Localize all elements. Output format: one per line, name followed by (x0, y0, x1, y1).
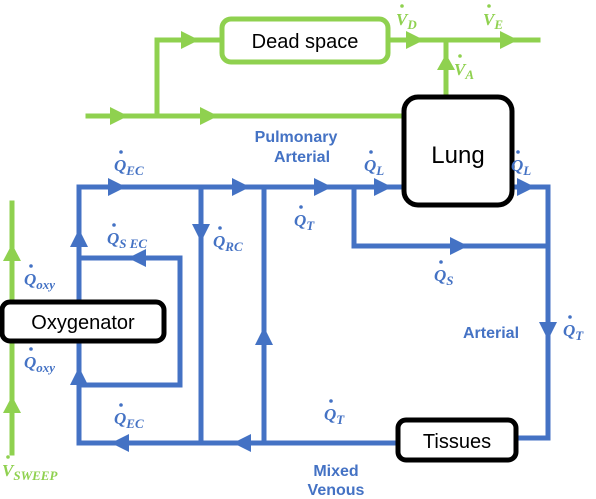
svg-text:VA: VA (454, 60, 474, 82)
gas-deadspace-branch (154, 37, 225, 119)
arrow-q-l-in (374, 178, 392, 196)
flow-q-t-right: QT (563, 315, 584, 343)
arrow-top-2 (232, 178, 250, 196)
svg-text:VD: VD (396, 10, 417, 32)
svg-text:QS: QS (434, 266, 454, 288)
main-left-line (76, 184, 408, 446)
lung-box: Lung (401, 94, 515, 208)
arrow-venous-up (255, 327, 273, 345)
flow-q-ec-top: QEC (114, 150, 144, 178)
svg-text:QT: QT (294, 211, 315, 233)
svg-text:QEC: QEC (114, 409, 144, 431)
arrow-q-rc-down (192, 224, 210, 242)
tissues-label: Tissues (423, 431, 491, 453)
gas-arrow-5 (500, 31, 518, 49)
flow-v-a: VA (454, 54, 474, 82)
arrow-oxy-up-top (70, 229, 88, 247)
arrow-q-s (450, 237, 468, 255)
flow-q-oxy-bottom: Qoxy (24, 347, 55, 375)
oxygenator-box: Oxygenator (0, 299, 167, 344)
svg-text:VE: VE (483, 10, 503, 32)
flow-v-e: VE (483, 4, 503, 32)
gas-arrow-up-va (437, 54, 455, 70)
flow-v-sweep: VSWEEP (2, 455, 58, 483)
flow-q-l-out: QL (511, 150, 531, 178)
svg-text:VSWEEP: VSWEEP (2, 461, 58, 483)
mixed-label-line2: Venous (308, 482, 365, 499)
gas-arrow-1 (110, 107, 128, 125)
arrow-q-s-ec-left (128, 249, 146, 267)
svg-text:QL: QL (364, 156, 384, 178)
flow-q-rc: QRC (213, 226, 243, 254)
gas-arrow-up-sweep-1 (3, 244, 21, 261)
arrow-oxy-up-bottom (70, 367, 88, 385)
flow-q-s: QS (434, 260, 454, 288)
arrow-bottom-2 (233, 434, 251, 452)
mixed-label-line1: Mixed (313, 463, 358, 480)
arterial-label: Arterial (463, 325, 519, 342)
arterial-line (513, 184, 551, 441)
tissues-box: Tissues (395, 417, 519, 463)
gas-arrow-4 (406, 31, 424, 49)
flow-q-t-bottom: QT (324, 399, 345, 427)
svg-text:Qoxy: Qoxy (24, 270, 55, 292)
svg-text:Qoxy: Qoxy (24, 353, 55, 375)
svg-text:QT: QT (324, 405, 345, 427)
flow-q-l-in: QL (364, 150, 384, 178)
dead-space-label: Dead space (252, 31, 359, 53)
gas-arrow-2 (200, 107, 218, 125)
gas-arrow-up-sweep-2 (3, 396, 21, 413)
flow-q-oxy-top: Qoxy (24, 264, 55, 292)
dead-space-box: Dead space (219, 16, 391, 65)
flow-q-t-top: QT (294, 205, 315, 233)
lung-label: Lung (431, 142, 484, 169)
flow-q-s-ec: QS EC (107, 223, 147, 251)
gas-arrows (3, 31, 518, 413)
flow-v-d: VD (396, 4, 417, 32)
arrow-q-t-down (539, 322, 557, 340)
arrow-q-ec-top (108, 178, 126, 196)
oxygenator-label: Oxygenator (31, 312, 135, 334)
svg-text:QT: QT (563, 321, 584, 343)
svg-text:QS EC: QS EC (107, 229, 147, 251)
svg-text:QL: QL (511, 156, 531, 178)
arrow-top-3 (314, 178, 332, 196)
blood-arrows (70, 178, 557, 452)
pulmonary-label-line2: Arterial (274, 149, 330, 166)
flow-q-ec-bottom: QEC (114, 403, 144, 431)
arrow-q-l-out (517, 178, 535, 196)
arrow-q-ec-bottom (111, 434, 129, 452)
svg-text:QRC: QRC (213, 232, 243, 254)
svg-text:QEC: QEC (114, 156, 144, 178)
pulmonary-label-line1: Pulmonary (255, 129, 338, 146)
gas-arrow-3 (181, 31, 199, 49)
